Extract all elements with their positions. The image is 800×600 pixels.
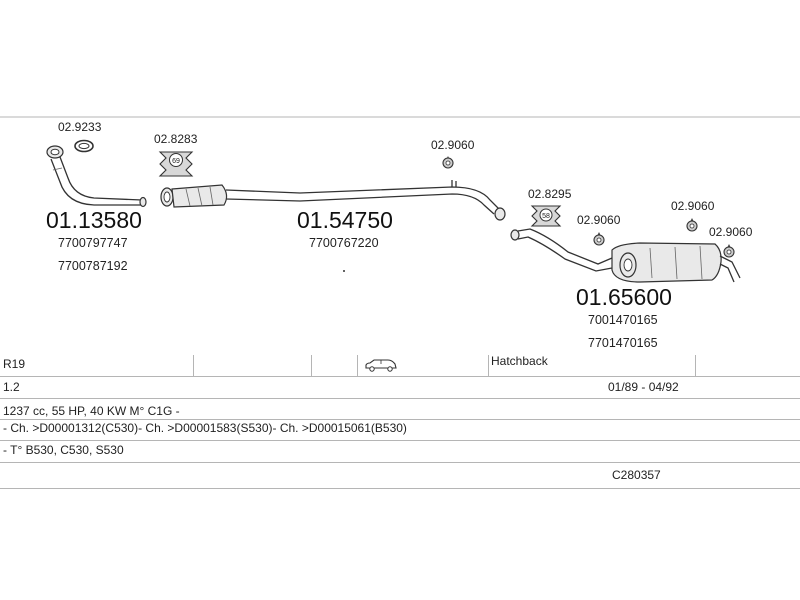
chassis-cell: - Ch. >D00001312(C530)- Ch. >D00001583(S…: [3, 421, 407, 435]
front-pipe-oem-1: 7700797747: [58, 236, 128, 250]
mount-rear-a-part[interactable]: 02.9060: [577, 213, 621, 246]
mount-58-label: 02.8295: [528, 187, 572, 201]
date-range-cell: 01/89 - 04/92: [608, 380, 679, 394]
engine-size-cell: 1.2: [3, 380, 20, 394]
middle-silencer-code: 01.54750: [297, 207, 393, 233]
col-sep: [357, 355, 358, 376]
vehicle-info-table: R19 Hatchback 1.2 01/89 - 04/92 1237 cc,…: [0, 354, 800, 489]
mount-rear-a-label: 02.9060: [577, 213, 621, 227]
info-row-types: - T° B530, C530, S530: [0, 440, 800, 463]
mount-58-badge: 58: [542, 213, 550, 220]
model-cell: R19: [3, 357, 26, 371]
col-sep: [695, 355, 696, 376]
col-sep: [488, 355, 489, 376]
rubber-mount-58-icon: [530, 205, 562, 227]
info-row-catalog: C280357: [0, 462, 800, 489]
rubber-ring-rear-b-icon: [686, 218, 698, 232]
mount-rear-b-label: 02.9060: [671, 199, 715, 213]
rear-silencer-oem-1: 7001470165: [588, 313, 658, 327]
front-pipe-drawing: [46, 145, 147, 208]
mount-mid-part[interactable]: 02.9060: [431, 138, 475, 169]
mount-69-part[interactable]: 02.8283 69: [154, 132, 198, 177]
clamp-front-label: 02.9233: [58, 120, 102, 134]
clamp-front-part[interactable]: 02.9233: [58, 120, 102, 153]
info-row-engine-size: 1.2 01/89 - 04/92: [0, 376, 800, 399]
mount-rear-c-label: 02.9060: [709, 225, 753, 239]
middle-silencer-drawing: [160, 180, 506, 221]
col-sep: [311, 355, 312, 376]
mount-69-badge: 69: [172, 158, 180, 165]
mount-mid-label: 02.9060: [431, 138, 475, 152]
rubber-ring-mid-icon: [442, 156, 454, 169]
stray-dot: [343, 270, 345, 272]
types-cell: - T° B530, C530, S530: [3, 443, 124, 457]
engine-spec-cell: 1237 cc, 55 HP, 40 KW M° C1G -: [3, 404, 180, 418]
front-pipe-part[interactable]: 01.13580 7700797747 7700787192: [46, 145, 147, 273]
rubber-ring-rear-c-icon: [723, 244, 735, 258]
rear-silencer-drawing: [510, 228, 741, 283]
mount-rear-b-part[interactable]: 02.9060: [671, 199, 715, 232]
mount-58-part[interactable]: 02.8295 58: [528, 187, 572, 227]
front-pipe-oem-2: 7700787192: [58, 259, 128, 273]
rear-silencer-code: 01.65600: [576, 284, 672, 310]
col-sep: [193, 355, 194, 376]
catalog-ref-cell: C280357: [612, 468, 661, 482]
body-type-cell: Hatchback: [491, 354, 548, 368]
middle-silencer-part[interactable]: 01.54750 7700767220: [160, 180, 506, 250]
mount-69-label: 02.8283: [154, 132, 198, 146]
rubber-mount-69-icon: [158, 151, 194, 177]
rear-silencer-oem-2: 7701470165: [588, 336, 658, 350]
hatchback-car-icon: [365, 359, 397, 372]
info-row-engine-spec: 1237 cc, 55 HP, 40 KW M° C1G - - Ch. >D0…: [0, 398, 800, 441]
middle-silencer-oem-1: 7700767220: [309, 236, 379, 250]
rubber-ring-rear-a-icon: [593, 232, 605, 246]
row-divider: [0, 419, 800, 420]
rear-silencer-part[interactable]: 01.65600 7001470165 7701470165: [510, 228, 741, 350]
mount-rear-c-part[interactable]: 02.9060: [709, 225, 753, 258]
front-pipe-code: 01.13580: [46, 207, 142, 233]
info-row-model: R19 Hatchback: [0, 354, 800, 377]
